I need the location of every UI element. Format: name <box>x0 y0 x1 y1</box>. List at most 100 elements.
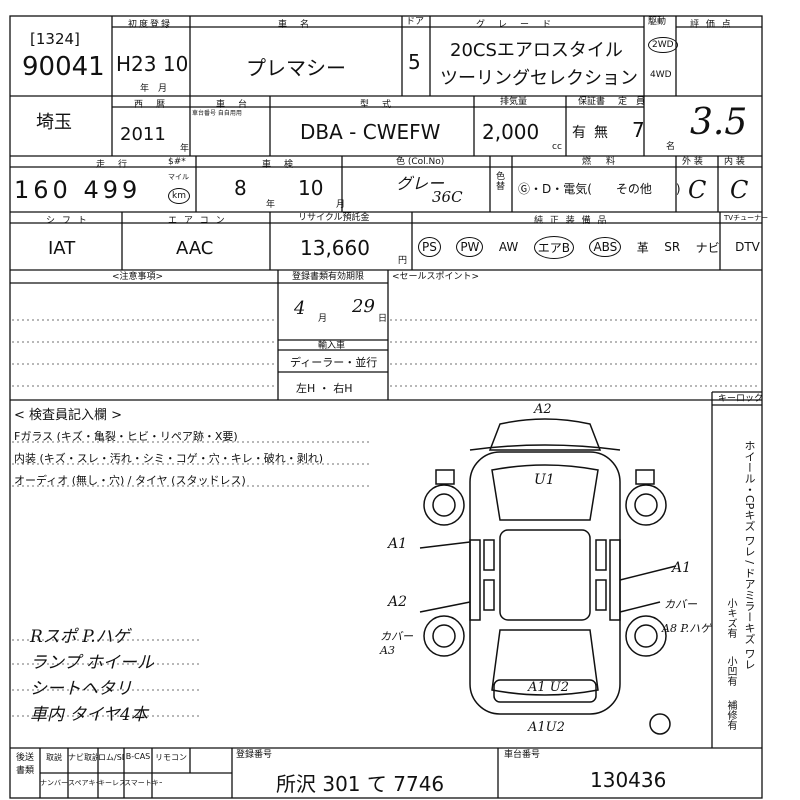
chassis-no-label: 車台番号 <box>504 750 541 760</box>
hand-note-2: ランプ ホイール <box>30 653 154 673</box>
lot-number: 90041 <box>22 52 105 82</box>
equipment-item: エアB <box>533 235 574 259</box>
equipment-item: ABS <box>589 237 622 257</box>
mileage-label: 走 行 <box>96 160 130 170</box>
fuel-label: 燃 料 <box>582 157 619 167</box>
mark-right-rear: A8 P.ハゲ <box>662 622 712 635</box>
doc-deadline-day: 29 <box>352 296 375 317</box>
grade-label: グ レ ー ド <box>476 20 554 30</box>
score-value: 3.5 <box>690 102 748 143</box>
model-label: 型 式 <box>360 100 394 110</box>
equipment-item: DTV <box>735 240 760 254</box>
car-name: プレマシー <box>246 56 346 80</box>
first-reg-unit: 年 月 <box>140 84 168 94</box>
legend-small-dent: 小凹有 <box>725 656 736 686</box>
mileage-value: 160 499 <box>14 176 142 204</box>
import-label: 輸入車 <box>318 341 346 351</box>
inspector-title: < 検査員記入欄 > <box>14 408 123 423</box>
prefecture: 埼玉 <box>36 112 72 133</box>
lot-bracket: [1324] <box>30 30 80 48</box>
capacity-label: 定 員 <box>618 97 646 107</box>
equipment-item: 革 <box>636 240 649 255</box>
footer-doc-item: ナビ取説 <box>68 753 98 762</box>
chassis-note: 車台番号 自自用用 <box>192 110 242 117</box>
mileage-unit-mile: マイル <box>168 173 189 181</box>
equipment-item: AW <box>498 240 519 254</box>
interior-label: 内 装 <box>724 157 745 167</box>
score-label: 評 価 点 <box>690 20 733 30</box>
color-label: 色 (Col.No) <box>396 157 445 167</box>
inspection-label: 車 検 <box>262 160 296 170</box>
grade-line2: ツーリングセレクション <box>440 68 638 89</box>
hand-note-1: Rスポ P.ハゲ <box>30 627 130 647</box>
footer-doc-item: スペアキー <box>68 779 98 787</box>
car-name-label: 車 名 <box>278 20 312 30</box>
footer-items-row2: ナンバースペアキーキーレススマートキー <box>40 778 232 796</box>
drive-label: 駆動 <box>648 17 667 27</box>
ac-value: AAC <box>176 238 214 259</box>
interior-value: C <box>730 176 749 204</box>
chassis-label: 車 台 <box>216 100 250 110</box>
inspection-year-unit: 年 <box>266 200 276 210</box>
inspection-year: 8 <box>234 176 247 200</box>
legend-vertical: ホイール・CPキズ ワレ / ドアミラーキズ ワレ <box>743 440 756 671</box>
doors-value: 5 <box>408 50 421 74</box>
footer-doc-item: 取説 <box>46 753 62 762</box>
steering-value: 左H ・ 右H <box>296 382 353 395</box>
warranty-yes: 有 <box>572 125 586 141</box>
legend-small-scratch: 小キズ有 <box>725 598 736 638</box>
warranty-label: 保証書 <box>578 97 606 107</box>
mileage-alt-label: $#* <box>168 157 186 167</box>
doc-deadline-label: 登録書類有効期限 <box>292 272 365 282</box>
mark-bumper: A1U2 <box>528 720 565 735</box>
cc-label: 排気量 <box>500 97 528 107</box>
inspection-month: 10 <box>298 176 324 200</box>
footer-doc-item: ナンバー <box>40 779 68 787</box>
doc-month-unit: 月 <box>318 314 328 324</box>
year-value: 2011 <box>120 124 166 145</box>
inspection-month-unit: 月 <box>336 200 346 210</box>
reg-no-label: 登録番号 <box>236 750 273 760</box>
capacity-unit: 名 <box>666 142 676 152</box>
mark-right-cover: カバー <box>664 598 697 611</box>
caution-label: <注意事項> <box>112 272 164 282</box>
footer-doc-item: B-CAS <box>125 752 151 761</box>
mark-front: A2 <box>534 402 552 417</box>
equipment-item: PS <box>418 237 441 257</box>
keylock-label: キーロック <box>718 394 764 404</box>
footer-doc-item: キーレス <box>98 779 124 787</box>
drive-2wd: 2WD <box>648 37 678 53</box>
exterior-label: 外 装 <box>682 157 703 167</box>
ac-label: エ ア コ ン <box>168 216 227 226</box>
first-reg-value: H23 10 <box>116 52 189 76</box>
inspection-audio-tire: オーディオ (無し・穴) / タイヤ (スタッドレス) <box>14 474 246 487</box>
year-label: 西 暦 <box>134 100 168 110</box>
cc-unit: cc <box>552 142 562 152</box>
chassis-no-value: 130436 <box>590 768 667 792</box>
hand-note-3: シートヘタリ <box>30 679 132 699</box>
legend-repaired: 補修有 <box>725 700 736 730</box>
doc-deadline-month: 4 <box>294 298 306 319</box>
cc-value: 2,000 <box>482 120 540 144</box>
first-reg-label: 初度登録 <box>128 20 173 30</box>
tuner-label: TVチューナー <box>724 214 769 222</box>
footer-doc-item: ロム/SD <box>98 753 124 762</box>
capacity-value: 7 <box>632 118 645 142</box>
sales-point-label: <セールスポイント> <box>392 272 480 282</box>
fuel-options: Ⓖ・D・電気( その他 ) <box>518 182 681 196</box>
inspection-interior: 内装 (キズ・スレ・汚れ・シミ・コゲ・穴・キレ・破れ・剥れ) <box>14 452 324 465</box>
recycle-value: 13,660 <box>300 236 370 260</box>
shift-value: IAT <box>48 238 76 259</box>
mark-left-rear: A2 <box>388 594 408 610</box>
hand-note-4: 車内 タイヤ4本 <box>30 705 148 725</box>
drive-4wd: 4WD <box>650 70 672 80</box>
footer-doc-item: リモコン <box>155 753 187 762</box>
recycle-label: リサイクル預託金 <box>298 213 370 223</box>
reg-no-value: 所沢 301 て 7746 <box>276 772 445 796</box>
year-unit: 年 <box>180 144 190 154</box>
model-value: DBA - CWEFW <box>300 120 441 144</box>
doc-day-unit: 日 <box>378 314 388 324</box>
